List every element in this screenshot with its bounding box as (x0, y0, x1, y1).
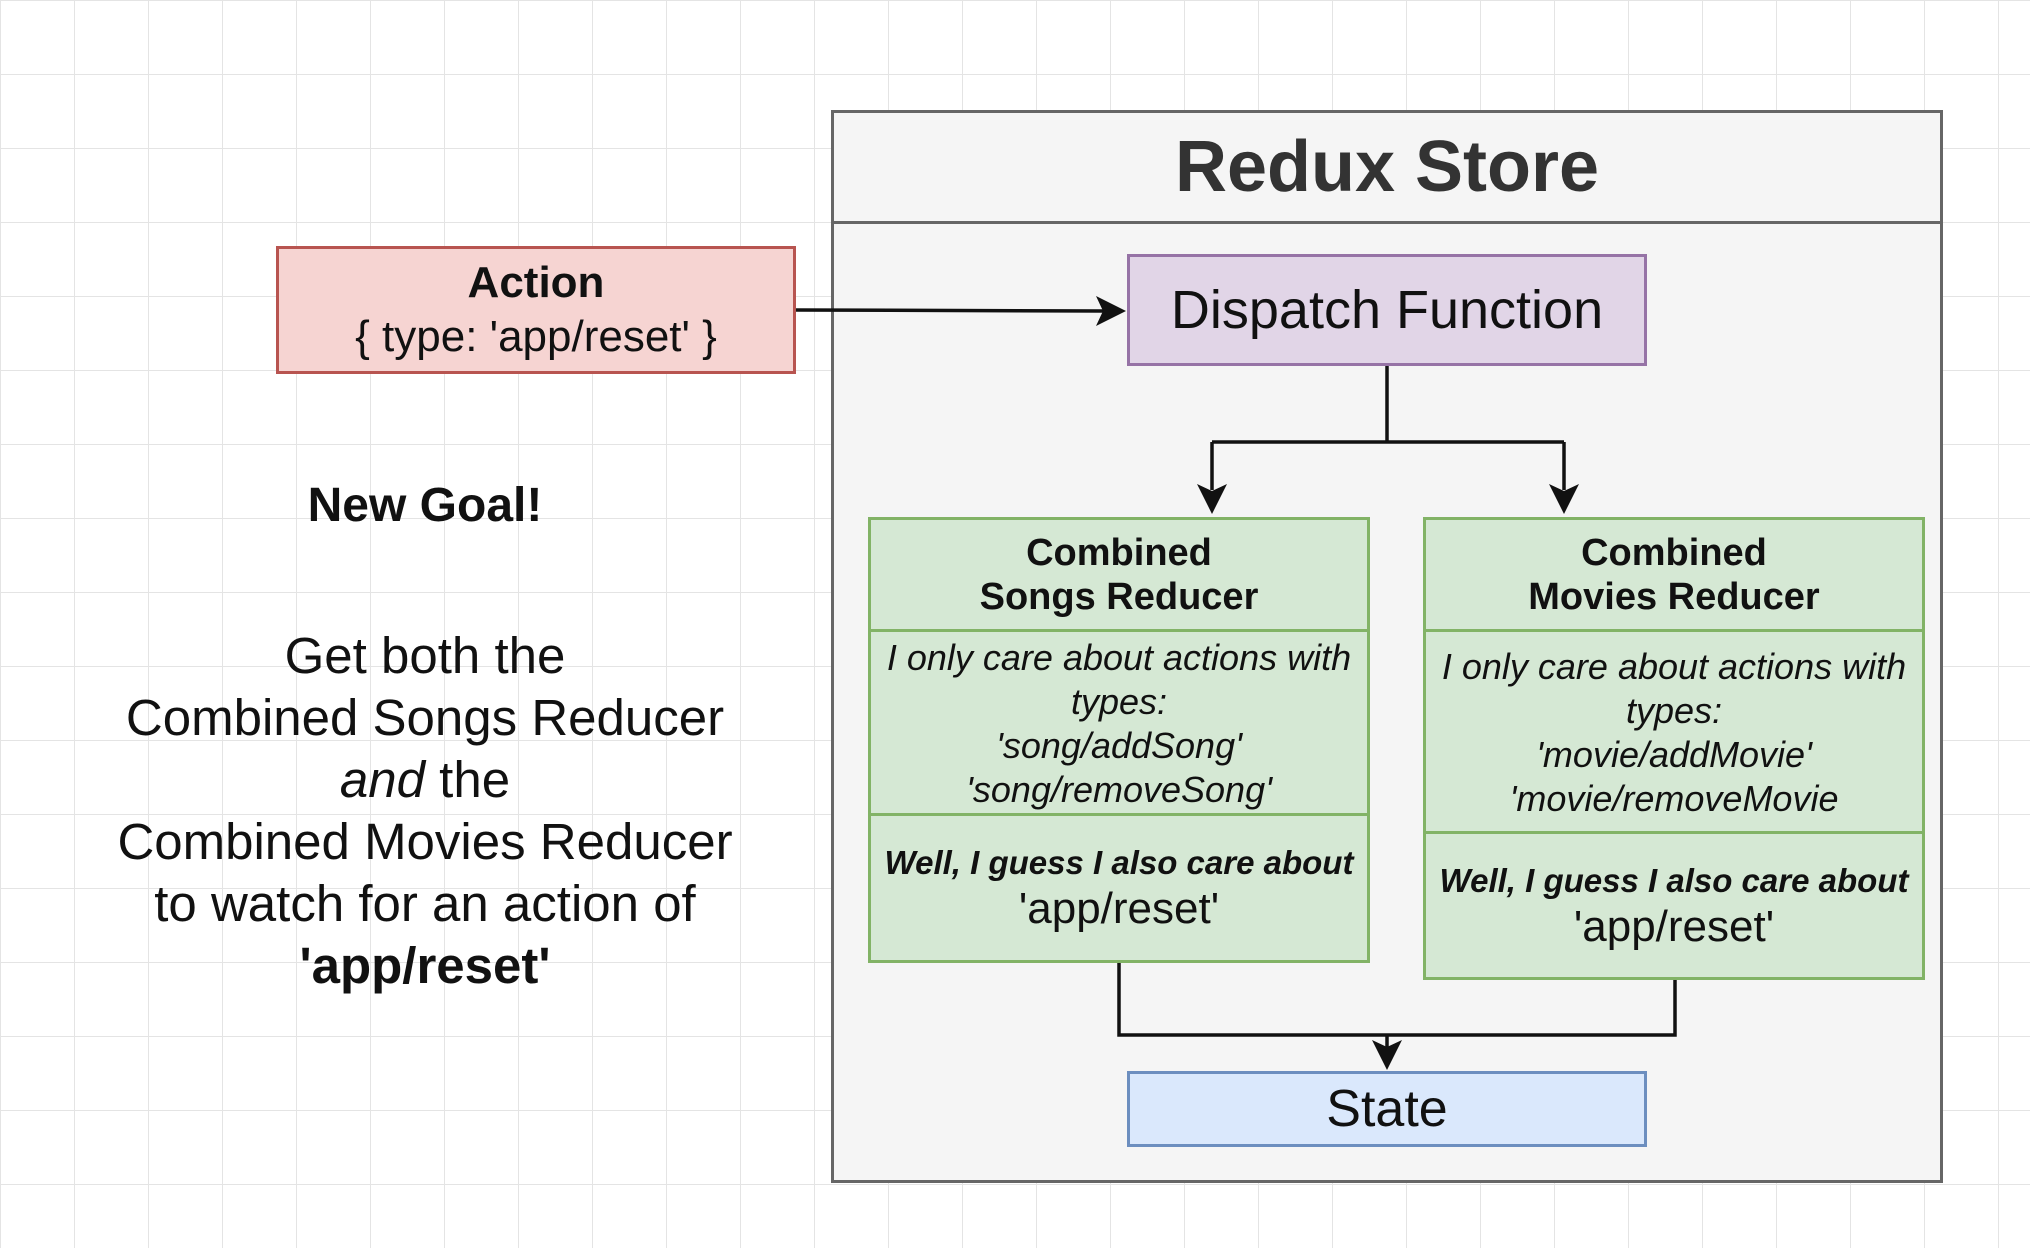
action-box[interactable]: Action { type: 'app/reset' } (276, 246, 796, 374)
songs-reducer-box[interactable]: Combined Songs Reducer I only care about… (868, 517, 1370, 963)
new-goal-heading: New Goal! (307, 479, 543, 532)
songs-reducer-care-section: I only care about actions with types: 's… (871, 629, 1367, 816)
dispatch-function-label: Dispatch Function (1170, 280, 1604, 340)
songs-reducer-title-line1: Combined (1026, 531, 1212, 574)
movies-reducer-title-line1: Combined (1581, 531, 1767, 574)
movies-care-line2: types: (1625, 690, 1723, 731)
movies-reducer-header: Combined Movies Reducer (1426, 520, 1922, 629)
goal-line-3: and the (60, 749, 790, 811)
songs-reducer-reset-section: Well, I guess I also care about 'app/res… (871, 813, 1367, 960)
goal-line-2: Combined Songs Reducer (125, 689, 725, 746)
songs-type-add: 'song/addSong' (996, 725, 1242, 766)
goal-line-4: Combined Movies Reducer (117, 813, 733, 870)
songs-also-care: Well, I guess I also care about (884, 844, 1354, 881)
movies-reset-type: 'app/reset' (1573, 901, 1775, 951)
goal-line-6: 'app/reset' (299, 937, 551, 994)
goal-line-1: Get both the (284, 627, 566, 684)
songs-care-line2: types: (1070, 681, 1168, 722)
goal-line-3-rest: the (425, 751, 511, 808)
movies-care-line1: I only care about actions with (1441, 646, 1907, 687)
redux-store-header: Redux Store (834, 113, 1940, 224)
movies-type-add: 'movie/addMovie' (1536, 734, 1812, 775)
redux-store-title: Redux Store (1174, 127, 1600, 207)
movies-type-remove: 'movie/removeMovie (1509, 778, 1839, 819)
state-label: State (1326, 1080, 1448, 1138)
songs-reducer-title-line2: Songs Reducer (979, 575, 1259, 618)
songs-type-remove: 'song/removeSong' (966, 769, 1272, 810)
songs-reset-type: 'app/reset' (1018, 884, 1220, 933)
goal-line-3-italic: and (339, 751, 425, 808)
action-value: { type: 'app/reset' } (355, 312, 717, 361)
movies-reducer-care-section: I only care about actions with types: 'm… (1426, 629, 1922, 834)
goal-description: Get both the Combined Songs Reducer and … (60, 625, 790, 997)
action-title: Action (467, 258, 605, 307)
movies-reducer-reset-section: Well, I guess I also care about 'app/res… (1426, 831, 1922, 977)
movies-reducer-box[interactable]: Combined Movies Reducer I only care abou… (1423, 517, 1925, 980)
movies-also-care: Well, I guess I also care about (1439, 861, 1909, 899)
dispatch-function-box[interactable]: Dispatch Function (1127, 254, 1647, 366)
goal-line-5: to watch for an action of (154, 875, 696, 932)
songs-care-line1: I only care about actions with (886, 637, 1352, 678)
movies-reducer-title-line2: Movies Reducer (1528, 575, 1820, 618)
state-box[interactable]: State (1127, 1071, 1647, 1147)
songs-reducer-header: Combined Songs Reducer (871, 520, 1367, 629)
